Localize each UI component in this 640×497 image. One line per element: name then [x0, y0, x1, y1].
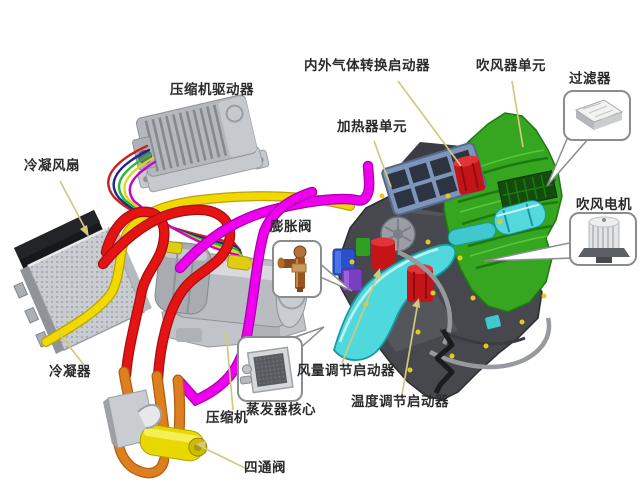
- hvac-unit: [332, 112, 563, 401]
- duct-sleeve: [447, 200, 547, 330]
- label-expansion-valve: 膨胀阀: [270, 219, 312, 234]
- bracket-hook: [433, 328, 455, 395]
- label-blower-motor: 吹风电机: [576, 197, 632, 212]
- magenta-pipes: [174, 160, 375, 407]
- label-temperature-actuator: 温度调节启动器: [351, 394, 449, 409]
- red-pipes: [97, 204, 236, 384]
- four-way-valve: [139, 424, 208, 462]
- label-condenser: 冷凝器: [49, 364, 91, 379]
- air-volume-actuator: [371, 237, 395, 270]
- filter-slot: [497, 170, 558, 210]
- evaporator-core-icon: [239, 346, 294, 394]
- hoses: [397, 249, 552, 370]
- blower-motor-icon: [578, 216, 630, 263]
- compressor-driver: [132, 94, 270, 193]
- expansion-valve-icon: [277, 245, 307, 292]
- label-air-volume-actuator: 风量调节启动器: [297, 363, 395, 378]
- filter-callout: [546, 90, 631, 187]
- compressor: [154, 240, 308, 348]
- label-inner-outer-actuator: 内外气体转换启动器: [304, 58, 430, 73]
- blower-motor-callout: [483, 212, 637, 266]
- yellow-pipe: [41, 191, 355, 347]
- label-condenser-fan: 冷凝风扇: [24, 158, 80, 173]
- label-filter: 过滤器: [569, 71, 611, 86]
- evaporator-callout: [237, 326, 325, 402]
- leader-lines: [58, 80, 524, 470]
- expansion-valve-callout: [272, 240, 353, 298]
- label-blower-unit: 吹风器单元: [476, 58, 546, 73]
- label-evaporator-core: 蒸发器核心: [246, 402, 316, 417]
- label-compressor: 压缩机: [206, 410, 248, 425]
- label-four-way-valve: 四通阀: [244, 460, 286, 475]
- filter-icon: [574, 99, 624, 130]
- four-way-valve-assembly: [103, 366, 208, 479]
- flange: [380, 216, 416, 252]
- screws: [349, 193, 547, 373]
- label-heater-unit: 加热器单元: [337, 119, 407, 134]
- label-compressor-driver: 压缩机驱动器: [170, 82, 254, 97]
- green-module: [356, 238, 370, 256]
